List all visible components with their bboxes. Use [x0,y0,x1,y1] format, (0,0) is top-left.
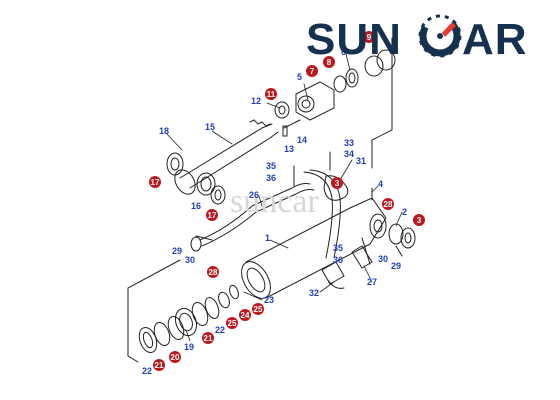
callout-33: 33 [344,138,354,148]
bottom-seal-stack [138,284,239,354]
logo-part-sun: SUN [306,15,402,62]
svg-text:24: 24 [241,311,250,320]
callout-29-left: 29 [172,246,182,256]
piston-rod-group [166,119,279,195]
marker-21-lower: 21 [143,386,152,395]
svg-text:21: 21 [155,361,164,370]
svg-text:17: 17 [151,178,160,187]
marker-9: 9 [363,31,375,43]
callout-31: 31 [356,156,366,166]
svg-text:17: 17 [208,211,217,220]
gear-icon [418,14,462,58]
callout-22-upper: 22 [215,325,225,335]
svg-text:21: 21 [143,386,152,395]
callout-35-lower: 35 [333,243,343,253]
callout-16: 16 [191,201,201,211]
blue-callouts: 6 5 12 14 13 18 15 16 26 33 34 31 35 36 … [142,47,407,376]
svg-text:25: 25 [254,305,263,314]
marker-28-right: 28 [382,198,394,210]
svg-text:21: 21 [204,334,213,343]
svg-text:7: 7 [310,67,315,76]
callout-22-lower: 22 [142,366,152,376]
svg-text:3: 3 [417,216,422,225]
svg-text:8: 8 [327,58,332,67]
callout-5: 5 [297,72,302,82]
marker-25-upper: 25 [252,303,264,315]
callout-34: 34 [344,149,354,159]
svg-text:9: 9 [367,33,372,42]
callout-1: 1 [265,233,270,243]
callout-14: 14 [297,135,307,145]
callout-26: 26 [249,190,259,200]
callout-36-lower: 36 [333,255,343,265]
gland-group [196,172,226,205]
callout-32: 32 [309,288,319,298]
callout-4: 4 [378,179,383,189]
marker-17-upper: 17 [149,176,161,188]
logo-part-ar: AR [462,15,528,62]
callout-2: 2 [402,207,407,217]
callout-19: 19 [184,342,194,352]
bracket-line-top [371,37,393,169]
svg-text:28: 28 [209,268,218,277]
marker-3-right: 3 [413,214,425,226]
callout-12: 12 [251,96,261,106]
svg-text:11: 11 [267,90,276,99]
suncar-logo: SUN AR [306,14,528,62]
callout-27: 27 [367,277,377,287]
marker-3-upper: 3 [331,177,343,189]
svg-text:28: 28 [384,200,393,209]
marker-28-left: 28 [207,266,219,278]
callout-15: 15 [205,122,215,132]
piston-nut-group [274,49,396,137]
bracket-line-left [127,259,181,363]
leader-lines [165,53,403,342]
marker-25-lower: 25 [226,317,238,329]
callout-18: 18 [159,126,169,136]
marker-21-upper: 21 [202,332,214,344]
callout-36-upper: 36 [266,173,276,183]
callout-23: 23 [264,295,274,305]
marker-11: 11 [265,88,277,100]
callout-30-left: 30 [185,255,195,265]
tube-pipe [190,169,341,259]
svg-text:25: 25 [228,319,237,328]
svg-text:20: 20 [171,353,180,362]
callout-30-right: 30 [378,254,388,264]
needle-icon [442,22,456,37]
marker-7: 7 [306,65,318,77]
pipe-clamp [321,175,373,289]
callout-13: 13 [284,144,294,154]
marker-20: 20 [169,351,181,363]
bottom-gland-right [388,223,416,249]
svg-text:3: 3 [335,179,340,188]
bolts [195,151,403,265]
watermark-text: suncar [230,183,319,220]
callout-35-upper: 35 [266,161,276,171]
marker-8: 8 [323,56,335,68]
red-markers: 9 8 7 11 17 17 3 28 28 3 25 24 25 21 20 … [143,31,425,395]
marker-21-mid: 21 [153,359,165,371]
marker-17-lower: 17 [206,209,218,221]
callout-6: 6 [341,47,346,57]
marker-24: 24 [239,309,251,321]
callout-29-right: 29 [391,261,401,271]
